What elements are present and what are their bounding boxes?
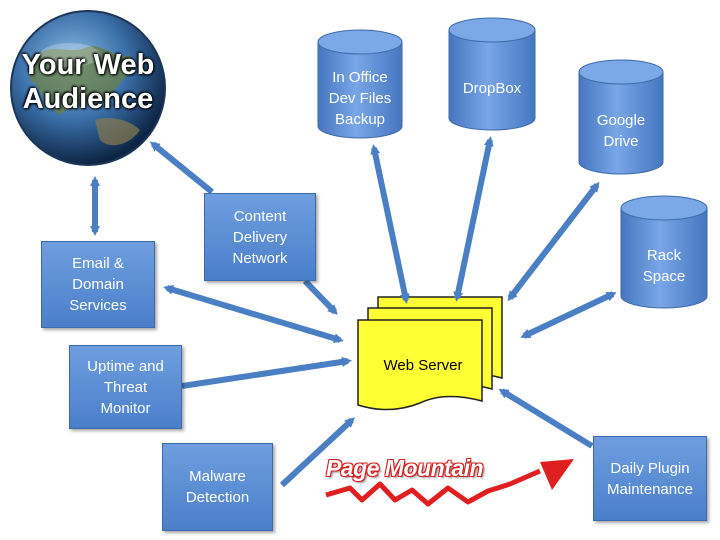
arrow-office-server [370, 144, 410, 304]
web-server-label: Web Server [383, 357, 463, 374]
storage-cylinder-gdrive [578, 59, 664, 175]
arrow-uptime-server [181, 356, 352, 389]
plugin-box: Daily Plugin Maintenance [593, 436, 707, 521]
arrow-cdn-server [302, 278, 338, 315]
storage-cylinder-dropbox [448, 17, 536, 131]
malware-box: Malware Detection [162, 443, 273, 531]
storage-cylinder-rackspace [620, 195, 708, 309]
arrow-gdrive-server [507, 181, 600, 302]
storage-cylinder-office [317, 29, 403, 139]
gdrive-label: Google Drive [596, 112, 646, 150]
arrow-cdn-audience [149, 141, 214, 195]
office-label: In Office Dev Files Backup [328, 68, 392, 128]
arrow-rackspace-server [520, 291, 617, 339]
dropbox-label: DropBox [462, 79, 522, 97]
audience-label: Your Web Audience [21, 49, 155, 115]
page-mountain-logo: Page Mountain [326, 455, 484, 481]
trend-arrow-icon [325, 459, 574, 507]
arrow-dropbox-server [453, 136, 494, 302]
globe-icon [10, 10, 166, 166]
arrows [90, 136, 617, 488]
email-box: Email & Domain Services [41, 241, 155, 328]
arrow-email-server [163, 284, 344, 344]
cdn-box: Content Delivery Network [204, 193, 316, 281]
web-server-icon [357, 296, 503, 411]
arrow-plugin-server [498, 388, 594, 449]
rackspace-label: Rack Space [642, 247, 686, 285]
arrow-malware-server [279, 417, 355, 488]
uptime-box: Uptime and Threat Monitor [69, 345, 182, 429]
